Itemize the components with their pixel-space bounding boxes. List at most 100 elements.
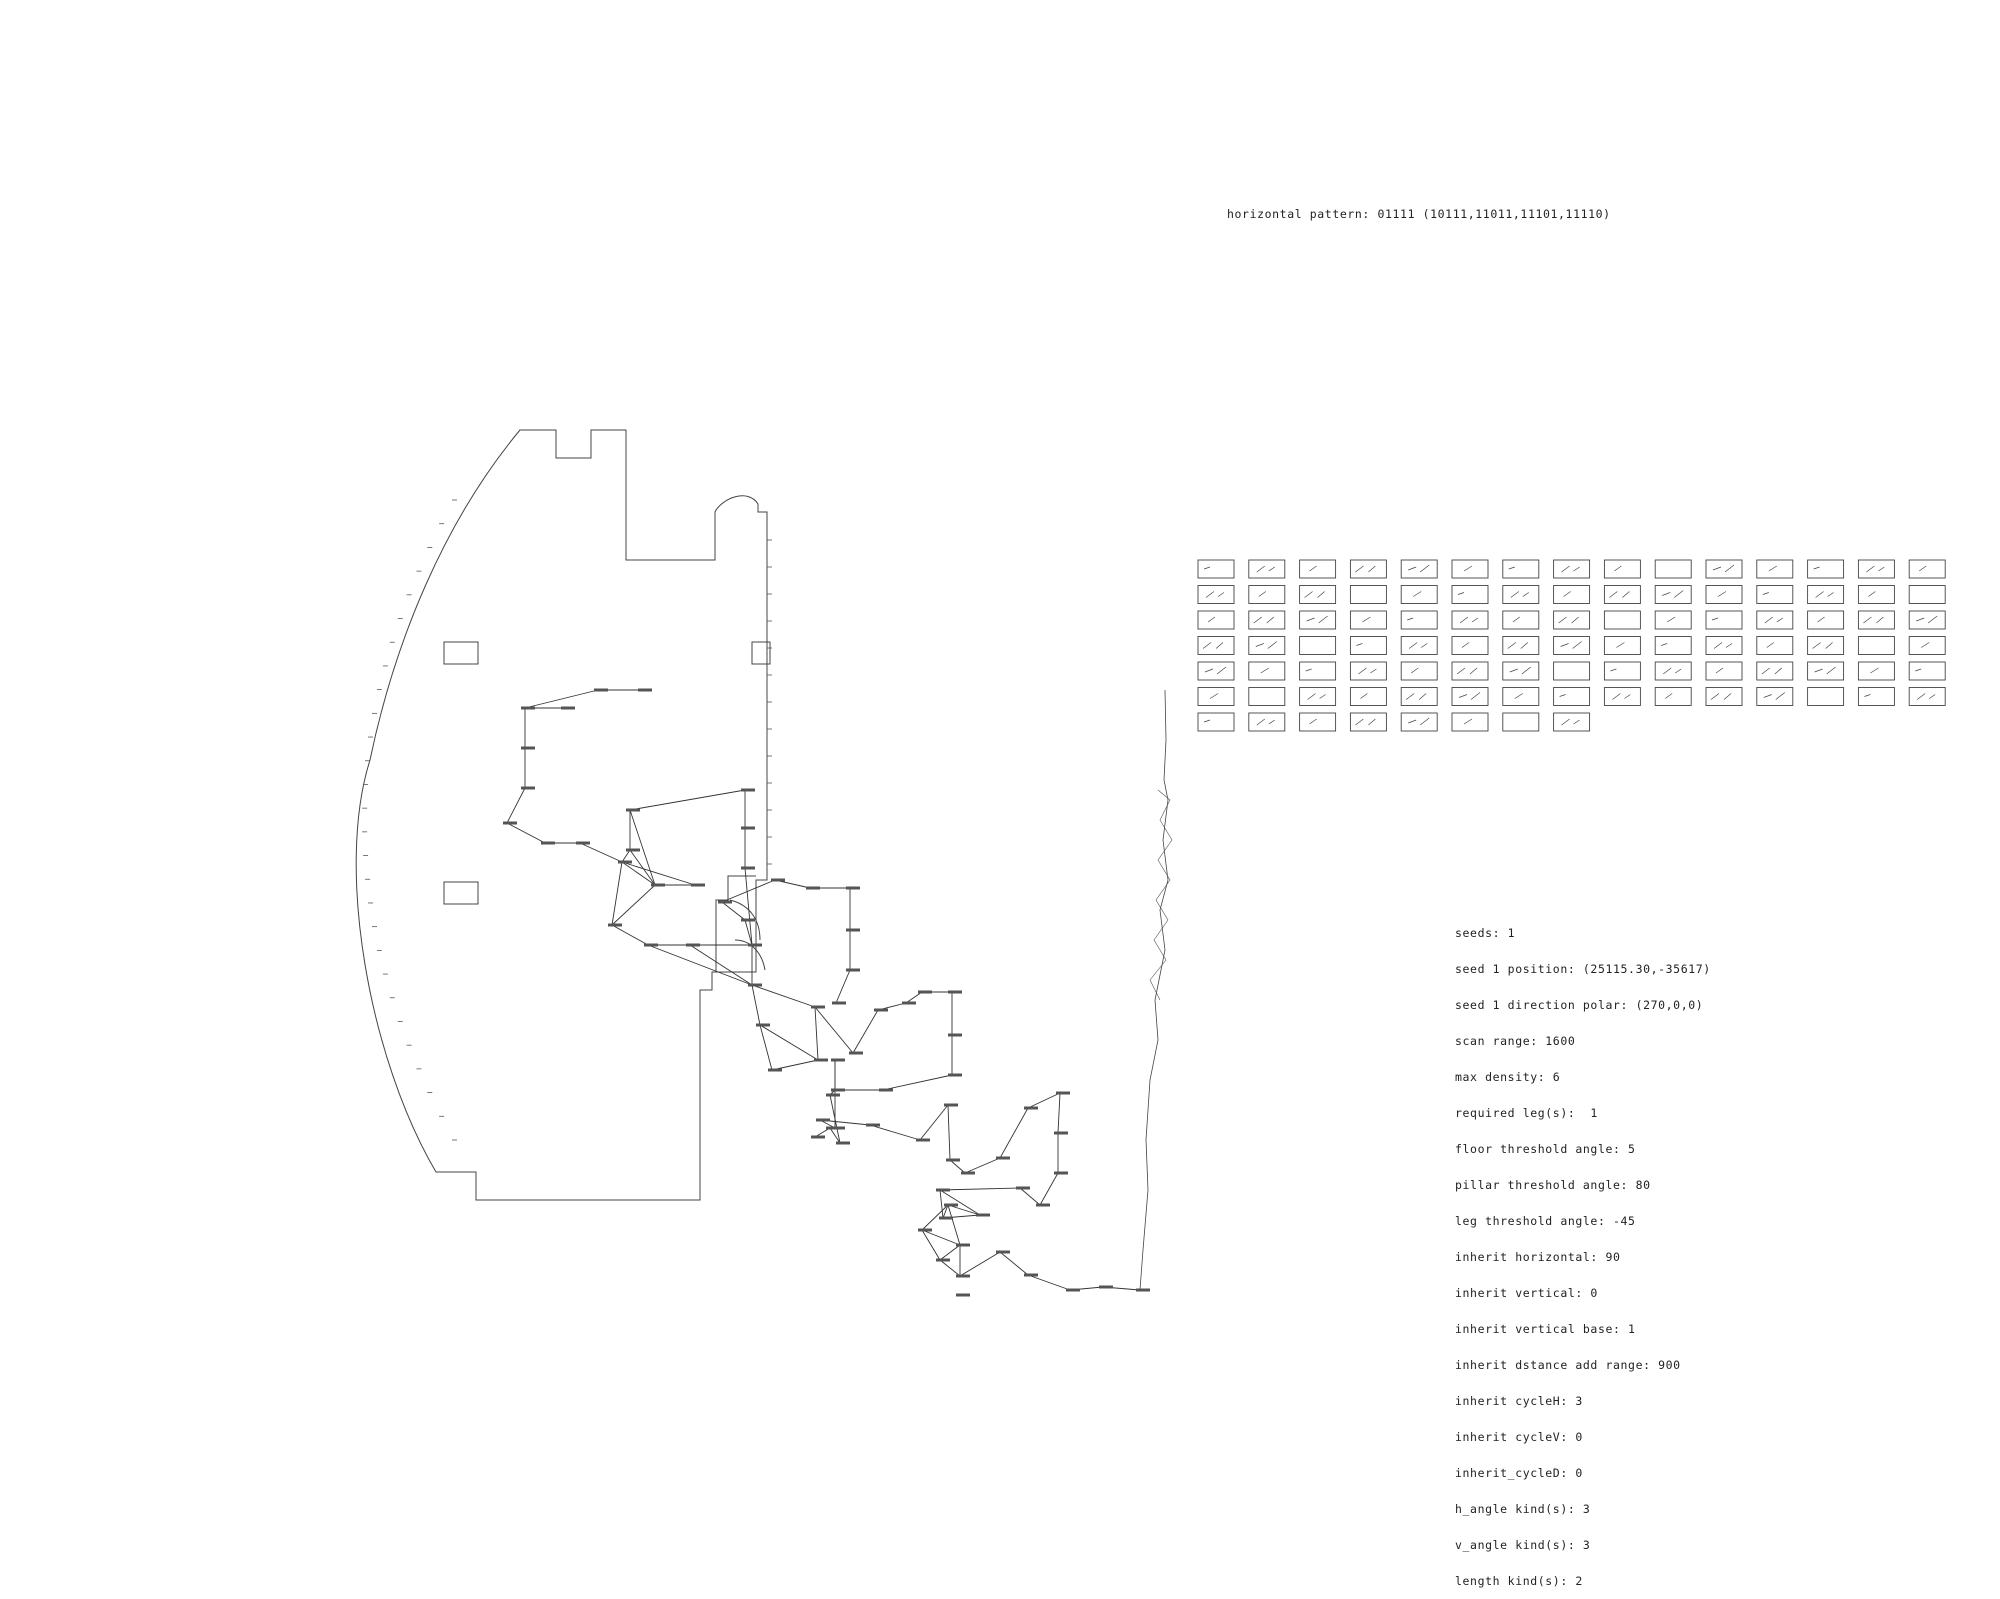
path-edge [579, 842, 623, 863]
pattern-panel [1705, 585, 1743, 604]
panel-stroke [1764, 616, 1783, 624]
path-node-marker [541, 841, 555, 845]
pattern-panel [1400, 636, 1438, 655]
path-edge [689, 944, 753, 986]
path-edge [771, 1059, 819, 1071]
path-node-marker [576, 841, 590, 845]
pattern-panel [1248, 610, 1286, 630]
path-edge [949, 1159, 966, 1174]
panel-stroke [1866, 565, 1885, 573]
parameter-list: seeds: 1 seed 1 position: (25115.30,-356… [1455, 903, 1711, 1599]
pattern-panel [1299, 636, 1337, 655]
panel-stroke [1512, 616, 1521, 623]
param-seed-direction: seed 1 direction polar: (270,0,0) [1455, 998, 1704, 1012]
panel-stroke [1612, 693, 1631, 700]
path-node-marker [691, 883, 705, 887]
boundary-ticks [362, 499, 772, 1141]
path-node-marker [846, 928, 860, 932]
path-edge [1057, 1092, 1061, 1134]
panel-stroke [1817, 616, 1825, 623]
path-node-marker [996, 1156, 1010, 1160]
pattern-panel [1908, 661, 1946, 681]
pattern-panel [1299, 712, 1337, 732]
path-node-marker [961, 1171, 975, 1175]
pattern-panel [1654, 559, 1692, 579]
pattern-panel [1857, 610, 1895, 630]
path-node-marker [814, 1058, 828, 1062]
panel-stroke [1309, 565, 1317, 572]
param-pillar-threshold: pillar threshold angle: 80 [1455, 1178, 1651, 1192]
pattern-panel [1857, 585, 1895, 604]
path-edge [921, 1204, 949, 1231]
pattern-panel [1857, 687, 1895, 706]
path-edge [939, 1189, 944, 1219]
panel-stroke [1864, 694, 1871, 697]
pattern-panel [1603, 585, 1641, 604]
panel-stroke [1205, 591, 1225, 598]
pattern-panel [1553, 661, 1591, 681]
pattern-panel [1299, 610, 1337, 630]
param-seeds: seeds: 1 [1455, 926, 1516, 940]
path-node-marker [1024, 1106, 1038, 1110]
panel-stroke [1812, 642, 1833, 649]
panel-stroke [1561, 565, 1580, 573]
panel-stroke [1356, 643, 1363, 646]
panel-stroke [1408, 642, 1428, 649]
pattern-panel [1299, 661, 1337, 681]
pattern-panel [1553, 712, 1591, 732]
panel-stroke [1710, 693, 1732, 700]
panel-stroke [1563, 591, 1571, 597]
pattern-panel [1756, 610, 1794, 630]
pattern-panel [1400, 661, 1438, 681]
path-node-marker [561, 706, 575, 710]
pattern-panel [1553, 585, 1591, 604]
pattern-panel [1451, 661, 1489, 681]
panel-stroke [1307, 693, 1326, 700]
pattern-panel [1654, 661, 1692, 681]
pattern-panel [1451, 636, 1489, 655]
panel-stroke [1305, 668, 1312, 672]
path-node-marker [936, 1258, 950, 1262]
pattern-panel [1197, 661, 1235, 681]
panel-stroke [1509, 666, 1532, 675]
path-node-marker [866, 1123, 880, 1127]
panel-stroke [1559, 694, 1566, 697]
path-node-marker [1056, 1091, 1070, 1095]
path-node-marker [608, 923, 622, 927]
path-edge [829, 1127, 841, 1144]
pattern-panel [1908, 687, 1946, 706]
param-max-density: max density: 6 [1455, 1070, 1561, 1084]
panel-stroke [1916, 693, 1936, 700]
path-edge [1027, 1092, 1061, 1109]
panel-stroke [1614, 565, 1622, 572]
pattern-panel [1857, 661, 1895, 681]
path-node-marker [846, 968, 860, 972]
path-node-marker [948, 1033, 962, 1037]
path-node-marker [996, 1250, 1010, 1254]
path-node-marker [1136, 1288, 1150, 1292]
pattern-panel [1197, 712, 1235, 732]
pattern-panel [1248, 712, 1286, 732]
path-edge [759, 1024, 819, 1061]
path-node-marker [521, 706, 535, 710]
pattern-panel [1908, 559, 1946, 579]
path-edge [964, 1157, 1001, 1174]
path-edge [939, 1244, 961, 1261]
path-node-marker [826, 1126, 840, 1130]
panel-stroke [1306, 615, 1328, 624]
pattern-panel [1197, 636, 1235, 655]
path-node-marker [626, 808, 640, 812]
panel-stroke [1514, 693, 1523, 699]
panel-stroke [1362, 616, 1371, 623]
panel-stroke [1457, 592, 1465, 595]
pattern-panel [1400, 610, 1438, 630]
panel-stroke [1610, 668, 1617, 672]
path-edge [869, 1124, 921, 1141]
panel-stroke [1203, 719, 1211, 723]
path-node-marker [918, 990, 932, 994]
path-node-marker [956, 1274, 970, 1278]
panel-stroke [1408, 717, 1430, 726]
scan-trace [1139, 689, 1169, 1291]
path-node-marker [831, 1088, 845, 1092]
param-h-angle-kinds: h_angle kind(s): 3 [1455, 1502, 1591, 1516]
